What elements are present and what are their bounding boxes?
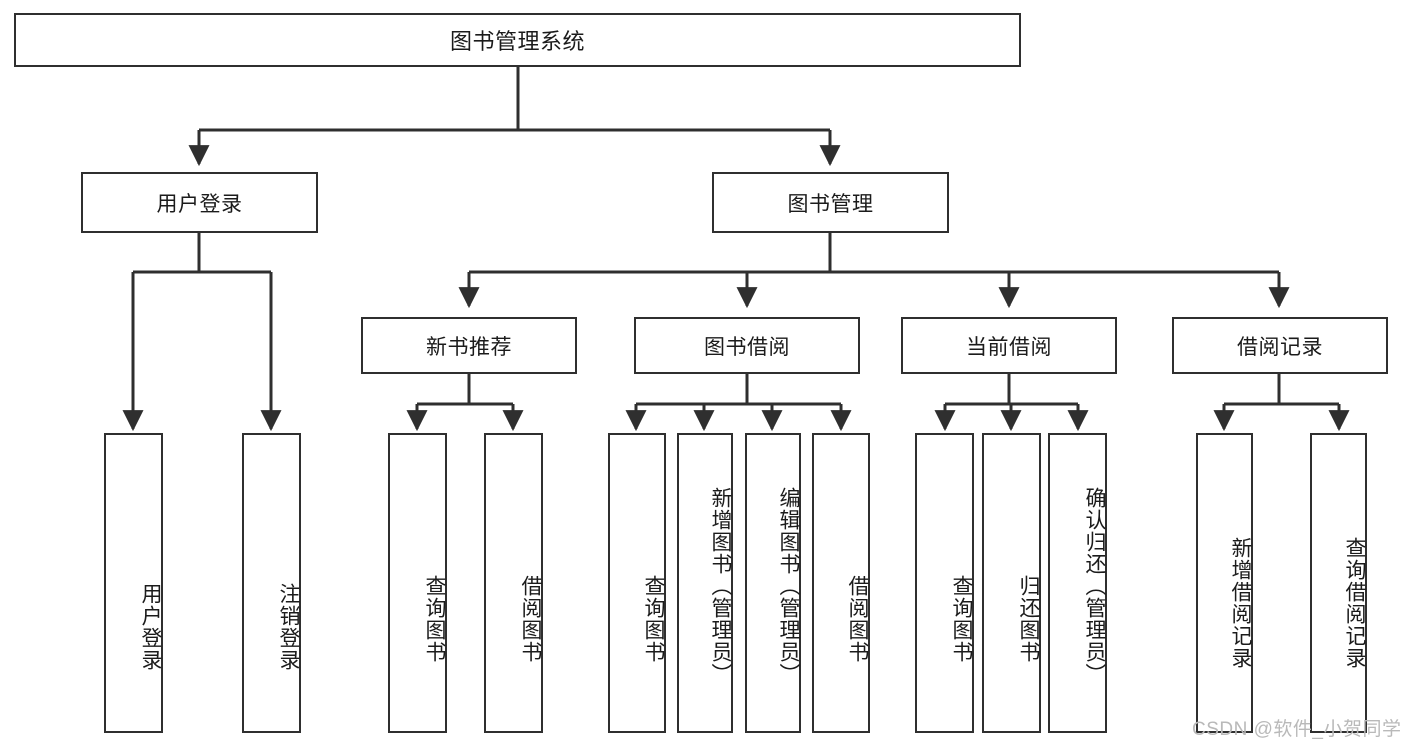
- node-label: 图书管理: [787, 192, 874, 216]
- leaf-current-borrow-query[interactable]: 查询图书: [915, 433, 974, 733]
- node-new-book-recommend[interactable]: 新书推荐: [361, 317, 577, 374]
- node-label: 当前借阅: [966, 335, 1052, 359]
- csdn-watermark: CSDN @软件_小贺同学: [1192, 719, 1402, 740]
- node-label: 查询图书: [950, 575, 973, 663]
- node-label: 新增图书（管理员）: [709, 487, 732, 685]
- node-label: 查询借阅记录: [1343, 537, 1366, 669]
- node-label: 查询图书: [423, 575, 446, 663]
- node-label: 借阅记录: [1237, 335, 1323, 359]
- node-current-borrow[interactable]: 当前借阅: [901, 317, 1117, 374]
- node-label: 新增借阅记录: [1229, 537, 1252, 669]
- leaf-current-borrow-return[interactable]: 归还图书: [982, 433, 1041, 733]
- node-root-system[interactable]: 图书管理系统: [14, 13, 1021, 67]
- node-book-management[interactable]: 图书管理: [712, 172, 949, 233]
- leaf-user-login-signin[interactable]: 用户登录: [104, 433, 163, 733]
- node-book-borrow[interactable]: 图书借阅: [634, 317, 860, 374]
- leaf-book-borrow-add[interactable]: 新增图书（管理员）: [677, 433, 733, 733]
- leaf-book-borrow-query[interactable]: 查询图书: [608, 433, 666, 733]
- leaf-borrow-record-query[interactable]: 查询借阅记录: [1310, 433, 1367, 733]
- leaf-current-borrow-confirm-return[interactable]: 确认归还（管理员）: [1048, 433, 1107, 733]
- node-label: 注销登录: [277, 583, 300, 671]
- node-label: 新书推荐: [426, 335, 512, 359]
- leaf-new-book-query[interactable]: 查询图书: [388, 433, 447, 733]
- node-user-login[interactable]: 用户登录: [81, 172, 318, 233]
- node-label: 编辑图书（管理员）: [777, 487, 800, 685]
- node-label: 查询图书: [642, 575, 665, 663]
- node-label: 用户登录: [156, 192, 243, 216]
- node-label: 归还图书: [1017, 575, 1040, 663]
- node-label: 借阅图书: [846, 575, 869, 663]
- node-label: 图书借阅: [704, 335, 790, 359]
- node-label: 借阅图书: [519, 575, 542, 663]
- node-label: 确认归还（管理员）: [1083, 487, 1106, 685]
- node-label: 用户登录: [139, 583, 162, 671]
- leaf-new-book-borrow[interactable]: 借阅图书: [484, 433, 543, 733]
- node-borrow-record[interactable]: 借阅记录: [1172, 317, 1388, 374]
- node-label: 图书管理系统: [449, 29, 585, 54]
- leaf-user-login-signout[interactable]: 注销登录: [242, 433, 301, 733]
- leaf-borrow-record-add[interactable]: 新增借阅记录: [1196, 433, 1253, 733]
- leaf-book-borrow-borrow[interactable]: 借阅图书: [812, 433, 870, 733]
- leaf-book-borrow-edit[interactable]: 编辑图书（管理员）: [745, 433, 801, 733]
